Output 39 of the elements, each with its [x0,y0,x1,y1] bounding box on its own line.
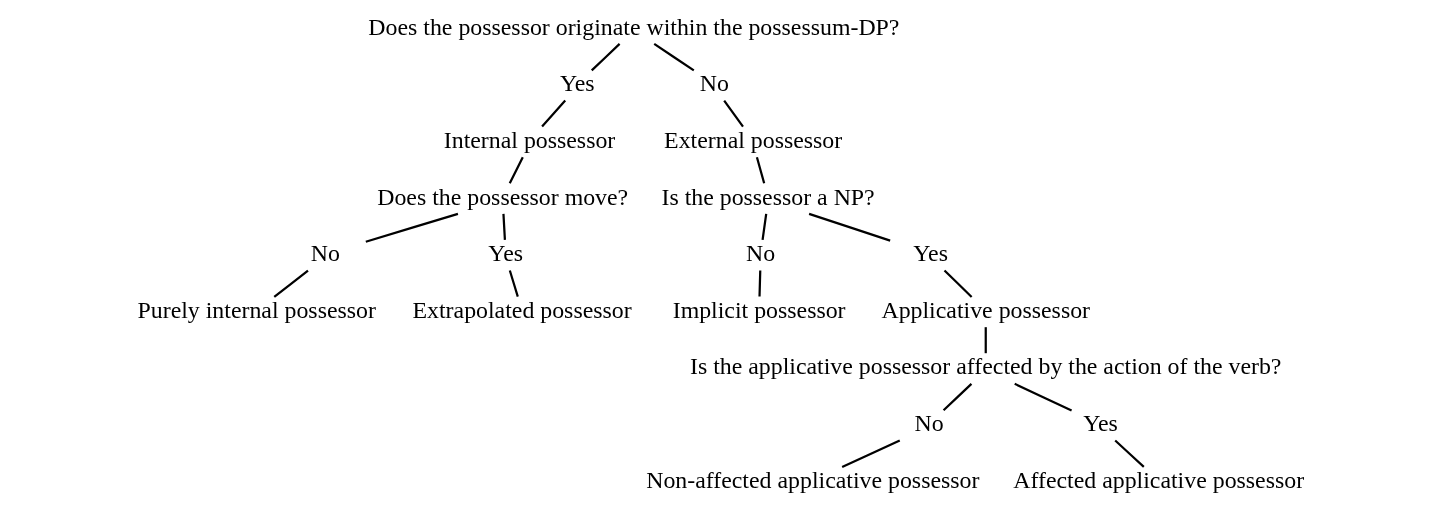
connector [1113,439,1145,468]
node-text: Internal possessor [443,126,615,153]
connector [501,213,506,240]
connector [722,99,744,128]
connector [508,156,524,184]
connector [1013,382,1072,412]
connector [757,270,761,297]
node-text: Yes [912,240,948,267]
node-text: Applicative possessor [880,296,1090,323]
node-text: Is the applicative possessor affected by the action of the verb? [689,353,1281,380]
connector [508,270,519,297]
node-text: Yes [1082,410,1118,437]
node-text: Yes [487,240,523,267]
node-text: Does the possessor move? [376,183,628,210]
connector [273,269,309,298]
connector [943,269,972,298]
node-text: No [745,240,775,267]
node-text: Non-affected applicative possessor [645,466,979,493]
node-text: Yes [559,70,595,97]
connector [841,439,900,469]
connector [808,212,890,242]
node-text: No [914,410,944,437]
node-text: Extrapolated possessor [412,296,632,323]
node-text: External possessor [663,126,842,153]
node-text: Implicit possessor [672,296,846,323]
connector [755,156,765,184]
connector [984,327,987,354]
connector [540,99,566,128]
node-text: Is the possessor a NP? [660,183,875,210]
connector [760,213,767,241]
connector [590,43,620,72]
node-text: Purely internal possessor [137,296,376,323]
connector [653,43,694,72]
node-text: No [699,70,729,97]
node-text: Affected applicative possessor [1012,466,1304,493]
node-text: No [310,240,340,267]
node-text: Does the possessor originate within the possessum-DP? [367,13,899,40]
connector [365,212,458,243]
connector [942,383,972,412]
